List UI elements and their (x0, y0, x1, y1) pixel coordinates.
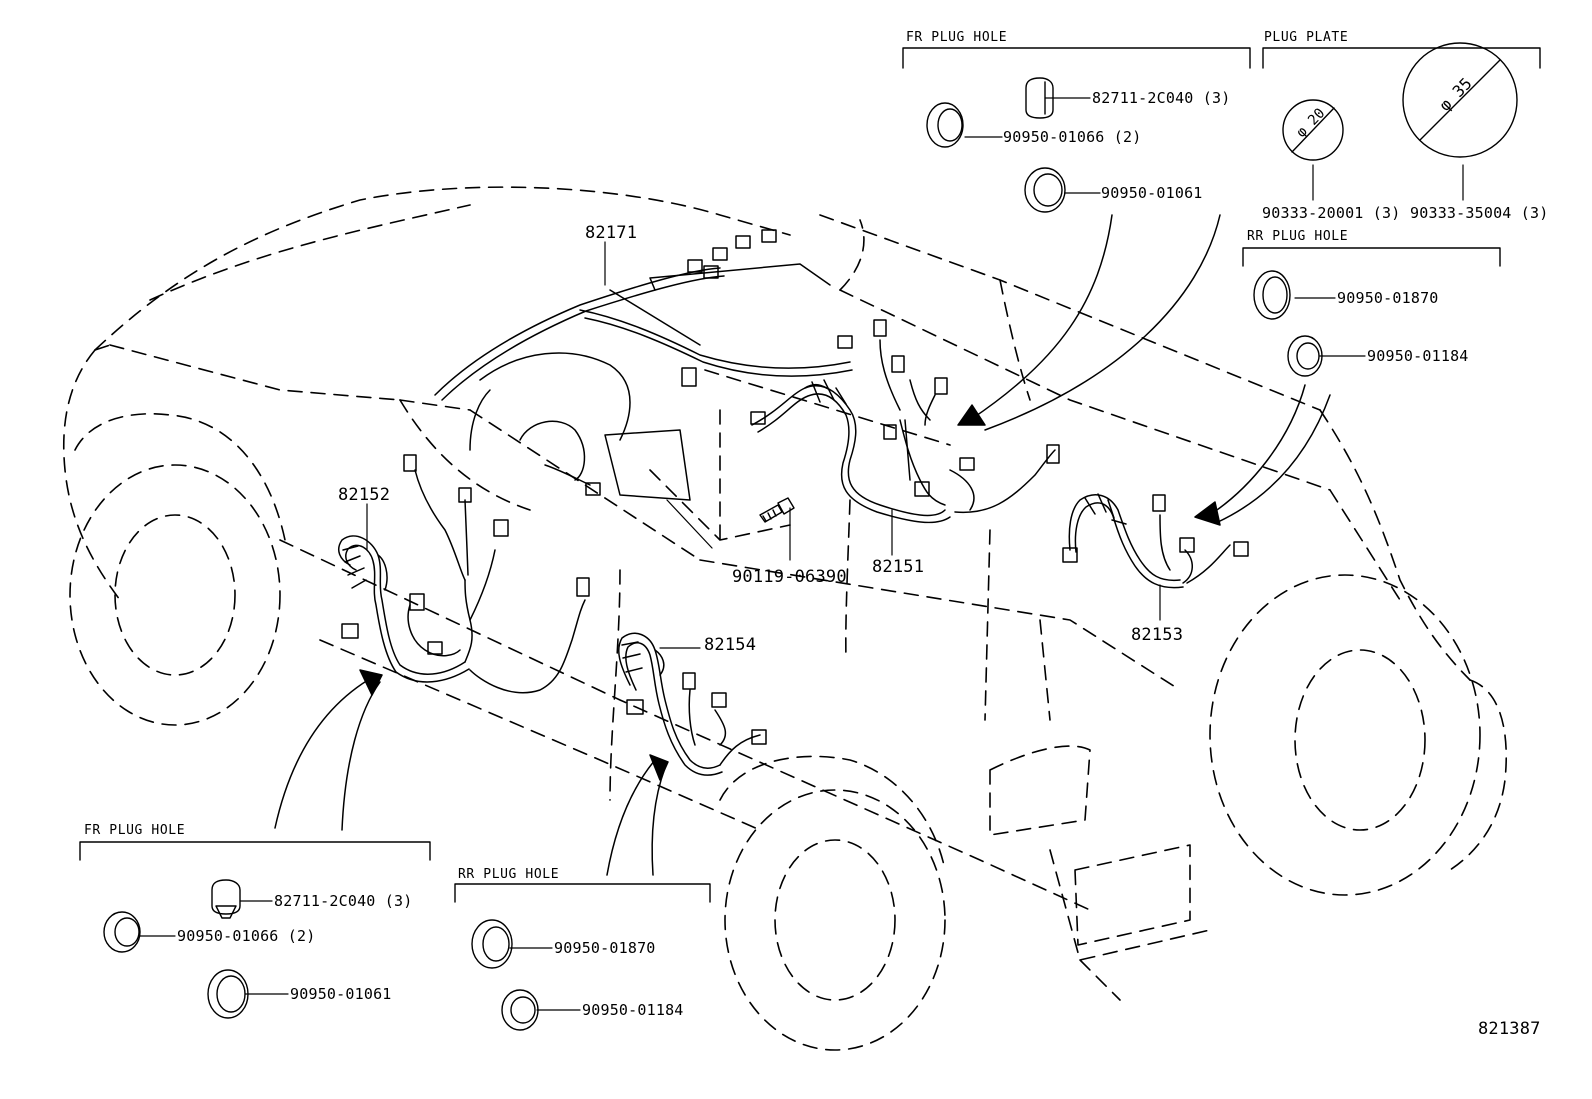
plug-plate-35-symbol (1402, 42, 1518, 158)
roof-harness-82171 (434, 229, 853, 501)
plug-plate-20-symbol (1282, 99, 1344, 161)
part-label-90333-35004: 90333-35004 (3) (1410, 204, 1549, 222)
harness-label-82152: 82152 (338, 485, 391, 505)
part-label-90950-01870-right: 90950-01870 (1337, 289, 1439, 307)
group-header-rr-plug-hole-right: RR PLUG HOLE (1247, 229, 1349, 244)
plug-82711-bottom-symbol (211, 879, 241, 919)
leader-lines (139, 97, 1464, 1011)
harness-label-82153: 82153 (1131, 625, 1184, 645)
harness-label-82154: 82154 (704, 635, 757, 655)
grommet-90950-01870-bottom-symbol (471, 919, 513, 969)
harness-82152 (338, 454, 590, 694)
harness-label-82171: 82171 (585, 223, 638, 243)
plug-82711-top-symbol (1025, 77, 1054, 119)
part-label-90950-01066-top: 90950-01066 (2) (1003, 128, 1142, 146)
harness-82151 (751, 319, 1060, 524)
group-brackets (79, 47, 1541, 903)
grommet-90950-01061-top-symbol (1024, 167, 1066, 213)
grommet-90950-01184-bottom-symbol (501, 989, 539, 1031)
harness-82154 (618, 632, 767, 776)
part-label-82711-top: 82711-2C040 (3) (1092, 89, 1231, 107)
part-label-90950-01061-bottom: 90950-01061 (290, 985, 392, 1003)
drawing-id: 821387 (1478, 1019, 1541, 1039)
part-label-90333-20001: 90333-20001 (3) (1262, 204, 1401, 222)
harness-label-82151: 82151 (872, 557, 925, 577)
bolt-90119-06390 (759, 497, 795, 523)
part-label-90950-01066-bottom: 90950-01066 (2) (177, 927, 316, 945)
vehicle-body-outline (62, 186, 1508, 1051)
grommet-90950-01066-top-symbol (926, 102, 964, 148)
pointer-arrows (274, 214, 1331, 876)
part-label-90950-01061-top: 90950-01061 (1101, 184, 1203, 202)
grommet-90950-01066-bottom-symbol (103, 911, 141, 953)
bolt-label-90119-06390: 90119-06390 (732, 567, 847, 587)
part-label-90950-01184-bottom: 90950-01184 (582, 1001, 684, 1019)
harness-82153 (1062, 493, 1249, 589)
grommet-90950-01870-right-symbol (1253, 270, 1291, 320)
grommet-90950-01061-bottom-symbol (207, 969, 249, 1019)
part-label-90950-01184-right: 90950-01184 (1367, 347, 1469, 365)
grommet-90950-01184-right-symbol (1287, 335, 1323, 377)
group-header-fr-plug-hole-bottom: FR PLUG HOLE (84, 823, 186, 838)
group-header-rr-plug-hole-bottom: RR PLUG HOLE (458, 867, 560, 882)
group-header-fr-plug-hole-top: FR PLUG HOLE (906, 30, 1008, 45)
plate-35-diameter: φ 35 (1435, 74, 1475, 115)
part-label-82711-bottom: 82711-2C040 (3) (274, 892, 413, 910)
part-label-90950-01870-bottom: 90950-01870 (554, 939, 656, 957)
plate-20-diameter: φ 20 (1293, 105, 1328, 140)
group-header-plug-plate: PLUG PLATE (1264, 30, 1349, 45)
